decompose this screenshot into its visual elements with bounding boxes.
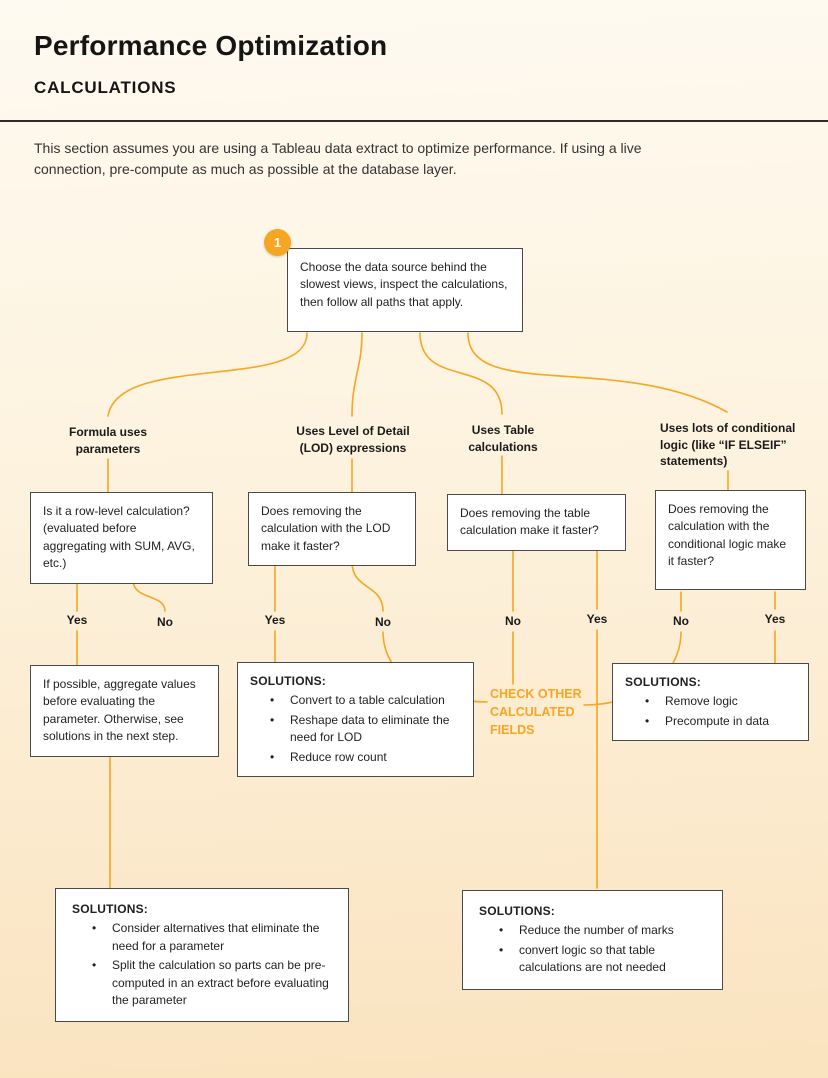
intro-text: This section assumes you are using a Tab…: [34, 140, 642, 177]
step-1-number: 1: [273, 235, 282, 250]
answer-lod-yes: Yes: [264, 613, 286, 627]
branch-label-conditional: Uses lots of conditional logic (like “IF…: [660, 421, 796, 469]
solutions-title: SOLUTIONS:: [250, 674, 326, 688]
connector-step-to-parameters: [107, 332, 308, 417]
solution-item: Remove logic: [641, 693, 796, 711]
branch-label-parameters: Formula uses parameters: [68, 425, 148, 456]
question-box-lod: Does removing the calculation with the L…: [248, 492, 416, 567]
branch-label-lod: Uses Level of Detail (LOD) expressions: [296, 424, 410, 455]
answer-table-yes: Yes: [586, 612, 608, 626]
solution-item: Consider alternatives that eliminate the…: [88, 920, 332, 955]
answer-table-no: No: [505, 614, 521, 628]
solutions-list: Remove logic Precompute in data: [625, 693, 796, 730]
page-title: Performance Optimization: [34, 30, 388, 61]
solutions-box-table: SOLUTIONS: Reduce the number of marks co…: [462, 890, 723, 990]
answer-conditional-yes: Yes: [764, 612, 786, 626]
solution-item: Reshape data to eliminate the need for L…: [266, 712, 461, 747]
connector-q2-to-no: [351, 561, 384, 612]
page-subtitle: CALCULATIONS: [34, 78, 177, 97]
connector-q1-to-no: [132, 579, 166, 612]
step-1-box: Choose the data source behind the slowes…: [287, 248, 523, 332]
solutions-list: Consider alternatives that eliminate the…: [72, 920, 332, 1009]
step-1-badge: 1: [264, 229, 291, 256]
check-other-fields-label: CHECK OTHER CALCULATED FIELDS: [490, 687, 582, 737]
connector-step-to-lod: [351, 332, 363, 417]
solution-item: Reduce the number of marks: [495, 922, 706, 940]
solution-item: Convert to a table calculation: [266, 692, 461, 710]
answer-parameters-yes: Yes: [66, 613, 88, 627]
solutions-title: SOLUTIONS:: [625, 675, 701, 689]
solution-item: convert logic so that table calculations…: [495, 942, 706, 977]
question-box-parameters: Is it a row-level calculation? (evaluate…: [30, 492, 213, 584]
answer-conditional-no: No: [673, 614, 689, 628]
note-box-parameters: If possible, aggregate values before eva…: [30, 665, 219, 757]
question-box-conditional: Does removing the calculation with the c…: [655, 490, 806, 590]
answer-lod-no: No: [375, 615, 391, 629]
solutions-box-conditional: SOLUTIONS: Remove logic Precompute in da…: [612, 663, 809, 742]
solutions-list: Reduce the number of marks convert logic…: [479, 922, 706, 976]
solutions-title: SOLUTIONS:: [479, 904, 555, 918]
solutions-box-parameters: SOLUTIONS: Consider alternatives that el…: [55, 888, 349, 1023]
solution-item: Reduce row count: [266, 749, 461, 767]
connector-step-to-table: [419, 332, 503, 415]
solutions-list: Convert to a table calculation Reshape d…: [250, 692, 461, 766]
solutions-title: SOLUTIONS:: [72, 902, 148, 916]
branch-label-table: Uses Table calculations: [468, 423, 538, 454]
solution-item: Precompute in data: [641, 713, 796, 731]
connector-step-to-conditional: [467, 332, 728, 413]
solution-item: Split the calculation so parts can be pr…: [88, 957, 332, 1009]
solutions-box-lod: SOLUTIONS: Convert to a table calculatio…: [237, 662, 474, 777]
header-divider: [0, 120, 828, 122]
answer-parameters-no: No: [157, 615, 173, 629]
question-box-table: Does removing the table calculation make…: [447, 494, 626, 551]
